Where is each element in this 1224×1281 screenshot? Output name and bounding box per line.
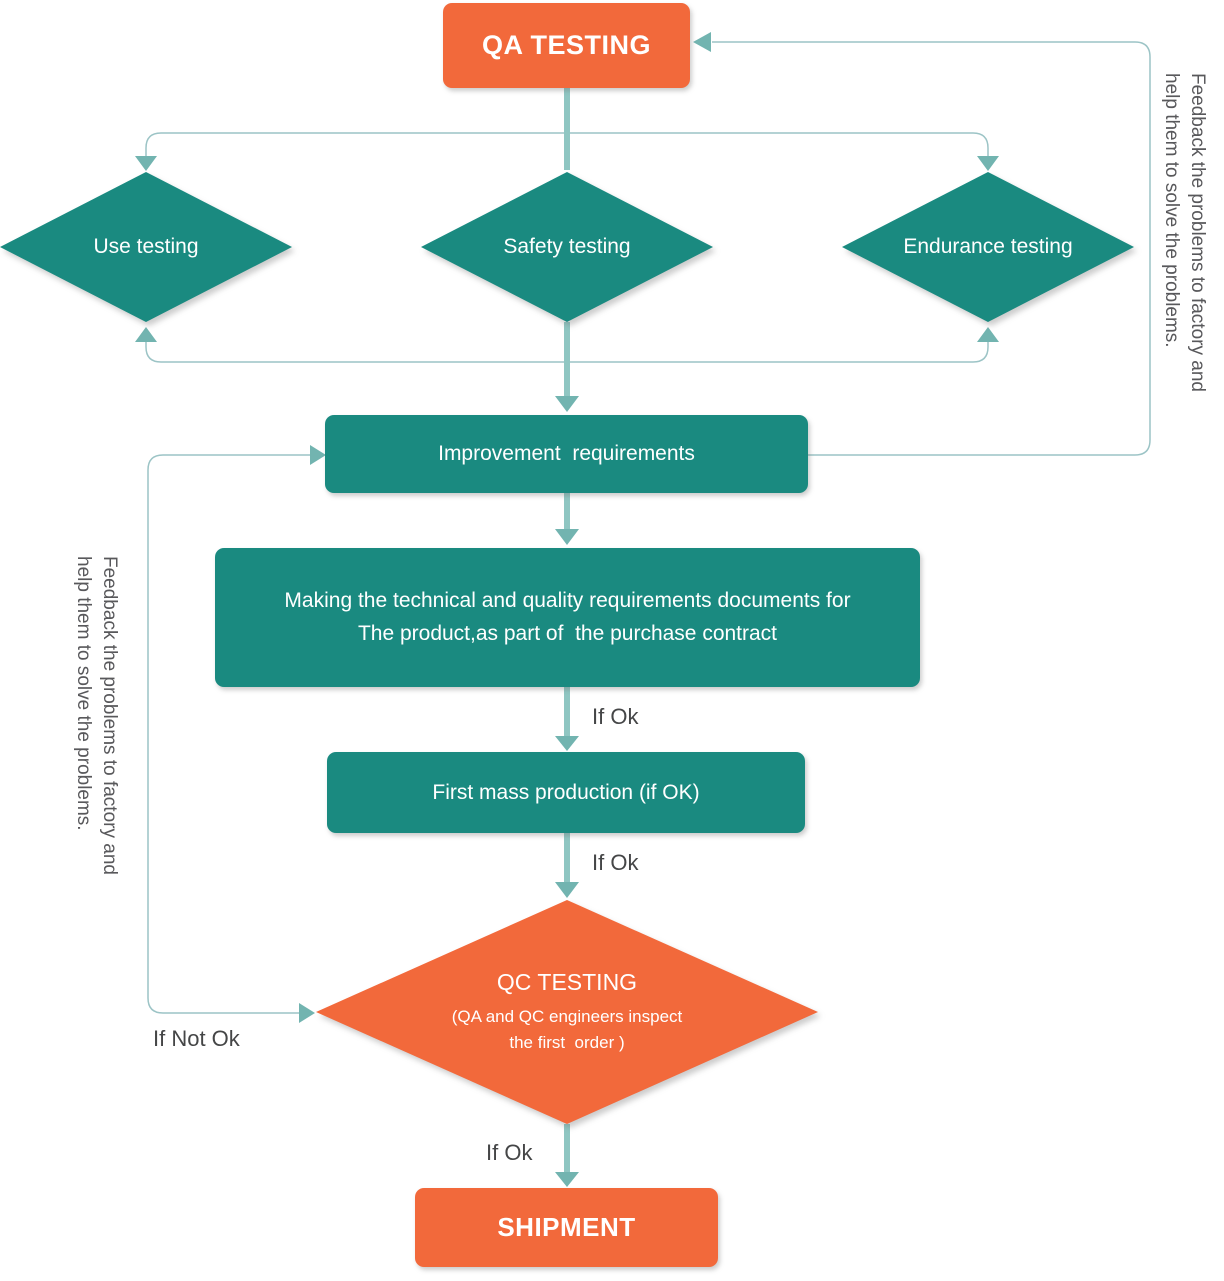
arrowhead-into-use-bottom — [135, 327, 157, 342]
use-testing-label: Use testing — [93, 235, 199, 258]
safety-testing-label: Safety testing — [503, 235, 631, 258]
node-safety-testing: Safety testing — [421, 172, 713, 322]
arrowhead-into-docs — [555, 529, 579, 545]
arrowhead-into-endurance-top — [977, 156, 999, 171]
qc-testing-subtitle: (QA and QC engineers inspect the first o… — [451, 1007, 683, 1052]
shipment-label: SHIPMENT — [497, 1212, 636, 1242]
node-qa-testing: QA TESTING — [443, 3, 690, 88]
arrowhead-into-endurance-bottom — [977, 327, 999, 342]
edge-label-if-ok-2: If Ok — [592, 850, 639, 875]
node-use-testing: Use testing — [0, 172, 292, 322]
edge-label-if-ok-3: If Ok — [486, 1140, 533, 1165]
first-mass-production-label: First mass production (if OK) — [432, 780, 700, 804]
qa-testing-label: QA TESTING — [481, 30, 651, 60]
node-endurance-testing: Endurance testing — [842, 172, 1134, 322]
edge-right-feedback-loop — [712, 41, 1151, 456]
feedback-note-left: Feedback the problems to factory and hel… — [73, 556, 120, 875]
endurance-testing-shape: Endurance testing — [842, 172, 1134, 322]
qc-testing-shape: QC TESTING (QA and QC engineers inspect … — [316, 900, 818, 1124]
edge-label-if-ok-1: If Ok — [592, 704, 639, 729]
arrowhead-into-shipment — [555, 1172, 579, 1187]
arrowhead-into-production — [555, 736, 579, 751]
arrowhead-into-use-top — [135, 156, 157, 171]
edge-left-feedback-loop — [147, 454, 312, 1014]
improvement-requirements-label: Improvement requirements — [438, 442, 695, 465]
arrowhead-into-qc-left — [299, 1003, 315, 1023]
edge-label-if-not-ok: If Not Ok — [153, 1026, 240, 1051]
feedback-note-right: Feedback the problems to factory and hel… — [1161, 73, 1208, 392]
arrowhead-into-improvement-top — [555, 396, 579, 412]
safety-testing-shape: Safety testing — [421, 172, 713, 322]
arrowhead-into-improvement-left — [310, 445, 326, 465]
qc-testing-title: QC TESTING — [496, 969, 638, 995]
use-testing-shape: Use testing — [0, 172, 292, 322]
node-shipment: SHIPMENT — [415, 1188, 718, 1267]
node-qc-testing: QC TESTING (QA and QC engineers inspect … — [316, 900, 818, 1124]
endurance-testing-label: Endurance testing — [903, 235, 1073, 258]
arrowhead-into-qc-top — [555, 882, 579, 898]
node-making-documents: Making the technical and quality require… — [215, 548, 920, 687]
arrowhead-into-qa-right — [693, 32, 711, 52]
making-documents-label: Making the technical and quality require… — [284, 588, 851, 645]
node-first-mass-production: First mass production (if OK) — [327, 752, 805, 833]
node-improvement-requirements: Improvement requirements — [325, 415, 808, 493]
